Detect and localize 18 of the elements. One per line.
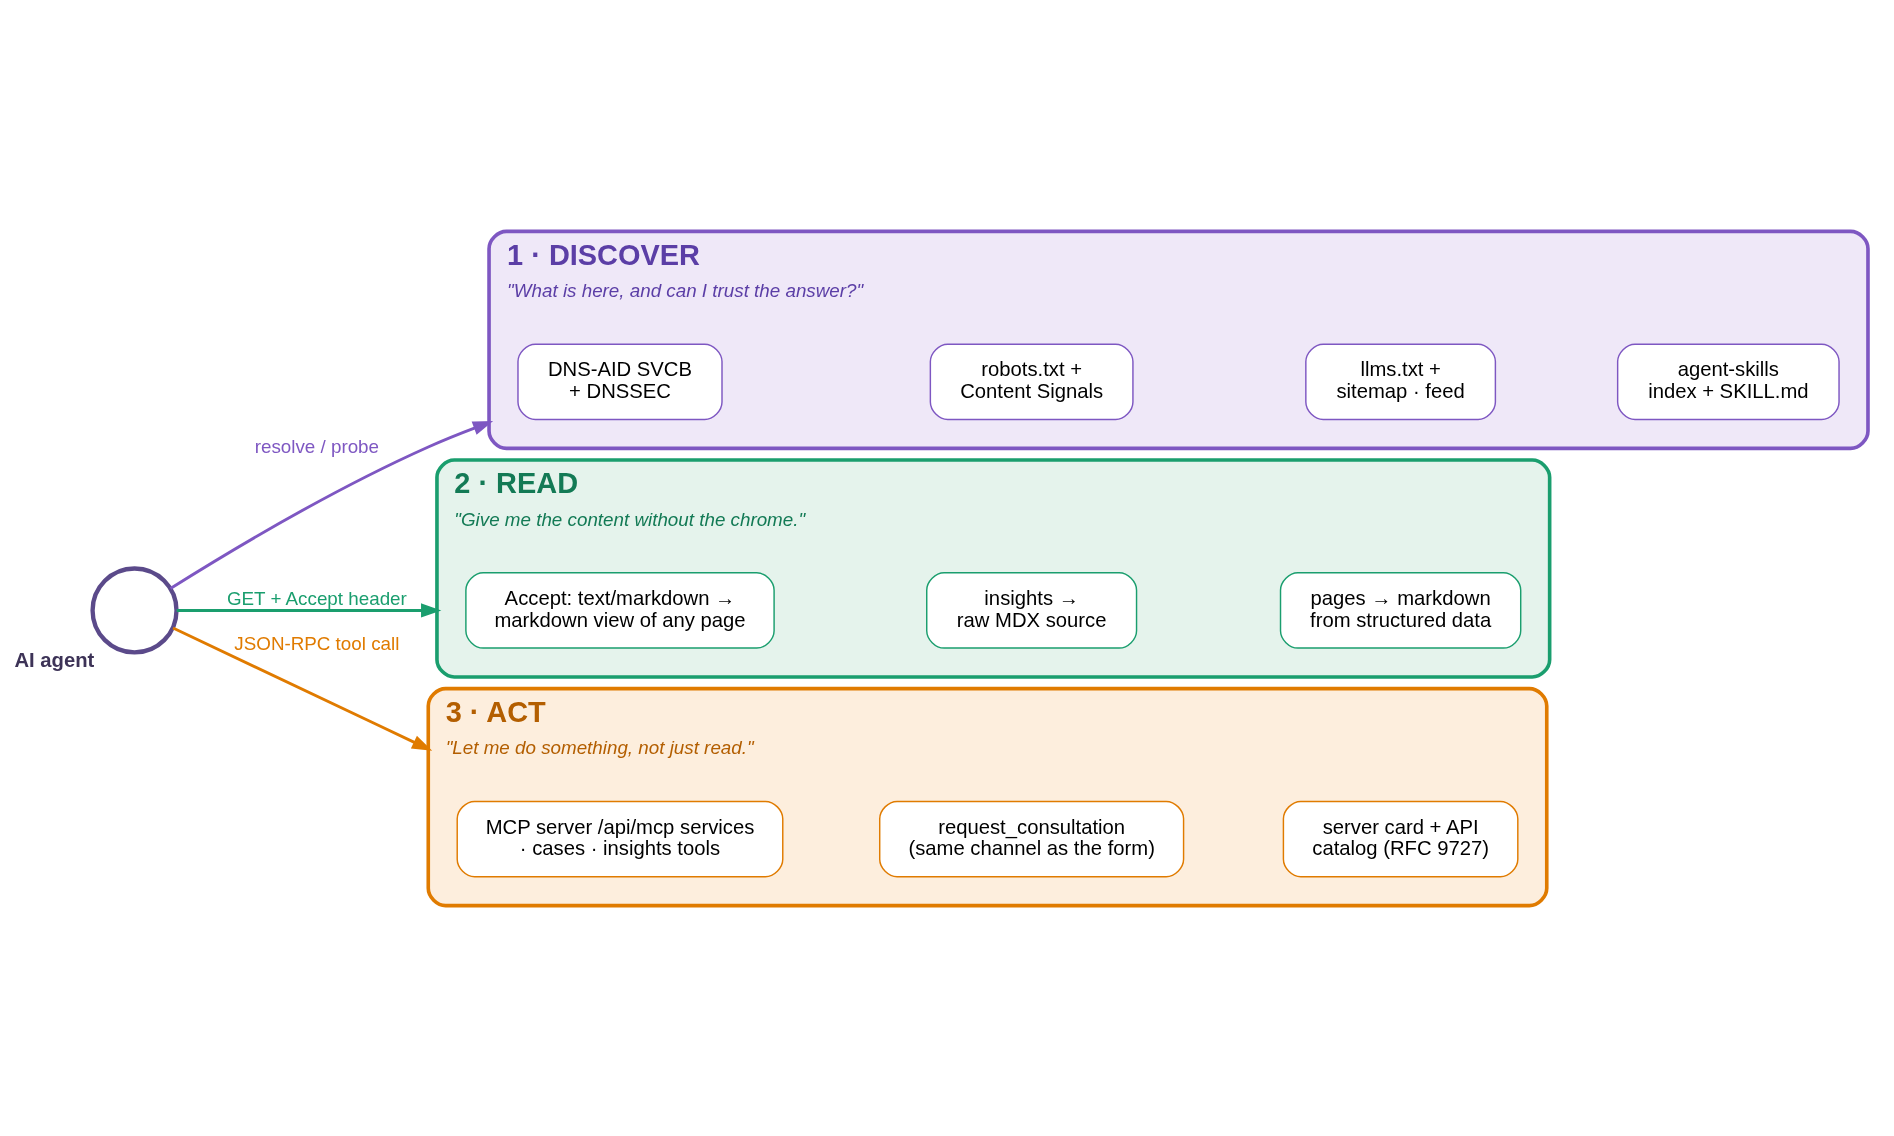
edge-label: JSON-RPC tool call xyxy=(234,632,400,654)
node-person xyxy=(90,565,179,655)
node-box: insights → raw MDX source xyxy=(926,571,1138,649)
node-box: agent-skills index + SKILL.md xyxy=(1616,343,1840,420)
node-box: Accept: text/markdown → markdown view of any page xyxy=(465,571,775,649)
node-box: MCP server /api/mcp services · cases · insights tools xyxy=(456,800,784,877)
node-box: robots.txt + Content Signals xyxy=(929,343,1134,420)
node-box: DNS-AID SVCB + DNSSEC xyxy=(517,343,723,420)
node-box: llms.txt + sitemap · feed xyxy=(1305,343,1497,420)
arrow xyxy=(176,602,442,618)
arrow xyxy=(169,420,494,590)
edge-label: GET + Accept header xyxy=(226,587,407,609)
edge-label: resolve / probe xyxy=(254,435,380,457)
node-box: server card + API catalog (RFC 9727) xyxy=(1282,800,1519,877)
node-box: pages → markdown from structured data xyxy=(1279,571,1522,649)
node-box: request_consultation (same channel as the form) xyxy=(879,800,1185,877)
node-label: AI agent xyxy=(14,648,95,671)
arrow xyxy=(172,626,433,751)
